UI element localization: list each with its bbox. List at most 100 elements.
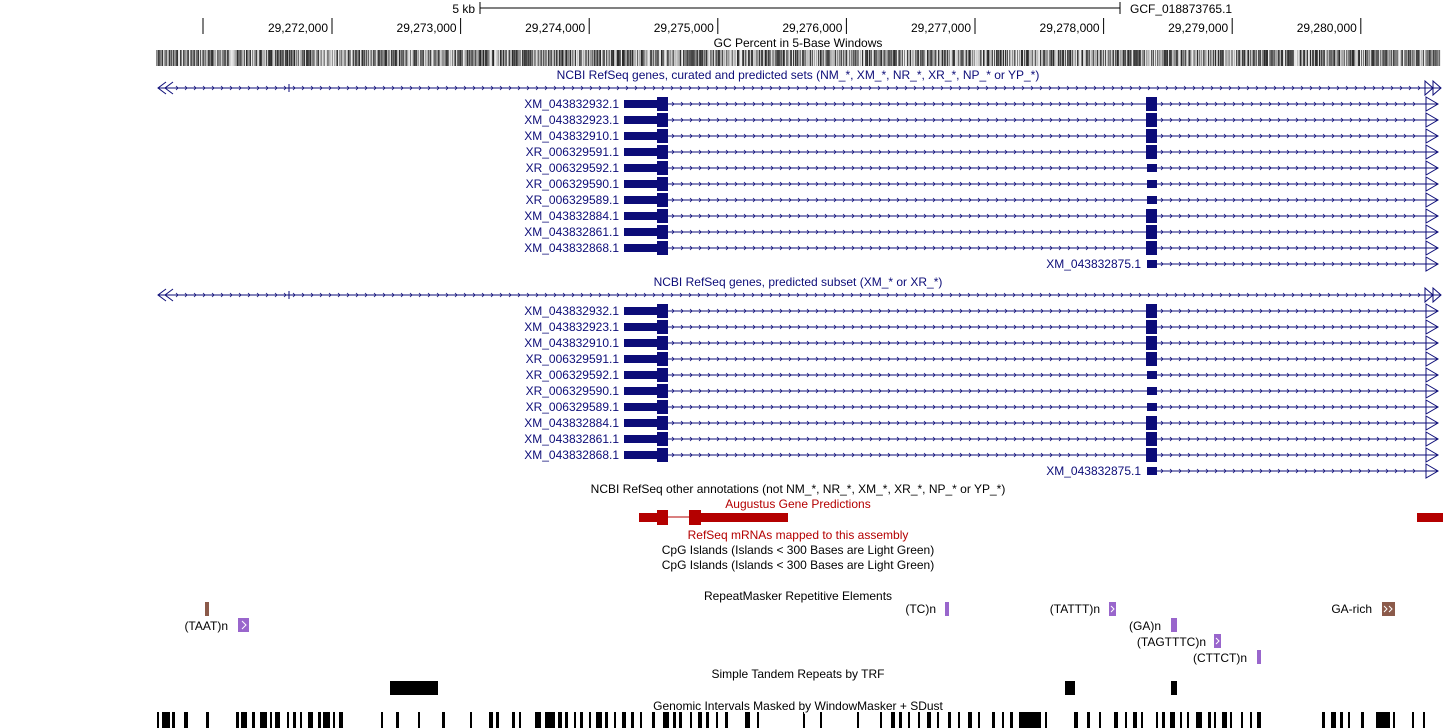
gc-bar bbox=[1033, 50, 1034, 66]
augustus-gene-right[interactable] bbox=[1417, 513, 1443, 522]
transcript-row[interactable]: XR_006329590.1 bbox=[526, 383, 1439, 399]
refseq-all-track-label[interactable]: NCBI RefSeq genes, curated and predicted… bbox=[557, 68, 1040, 82]
transcript-row[interactable]: XM_043832910.1 bbox=[524, 128, 1439, 144]
transcript-label[interactable]: XM_043832910.1 bbox=[524, 129, 619, 143]
gene-collapsed-row[interactable] bbox=[157, 79, 1442, 97]
transcript-label[interactable]: XM_043832875.1 bbox=[1046, 464, 1141, 478]
refseq-other-track-label[interactable]: NCBI RefSeq other annotations (not NM_*,… bbox=[591, 482, 1006, 496]
transcript-label[interactable]: XM_043832875.1 bbox=[1046, 257, 1141, 271]
refseq-mrna-track-label[interactable]: RefSeq mRNAs mapped to this assembly bbox=[688, 528, 909, 542]
transcript-label[interactable]: XR_006329591.1 bbox=[526, 352, 620, 366]
repeat-element-ga[interactable] bbox=[1171, 618, 1177, 632]
transcript-label[interactable]: XM_043832932.1 bbox=[524, 304, 619, 318]
repeatmasker-track-label[interactable]: RepeatMasker Repetitive Elements bbox=[704, 589, 892, 603]
windowmasker-track[interactable]: Genomic Intervals Masked by WindowMasker… bbox=[157, 698, 1425, 728]
refseq-predicted-track[interactable]: NCBI RefSeq genes, predicted subset (XM_… bbox=[157, 275, 1442, 479]
transcript-row[interactable]: XM_043832910.1 bbox=[524, 335, 1439, 351]
gc-bar bbox=[1191, 50, 1192, 66]
transcript-row[interactable]: XM_043832875.1 bbox=[1046, 256, 1439, 272]
refseq-predicted-track-label[interactable]: NCBI RefSeq genes, predicted subset (XM_… bbox=[654, 275, 943, 289]
refseq-all-track[interactable]: NCBI RefSeq genes, curated and predicted… bbox=[157, 68, 1442, 272]
transcript-label[interactable]: XM_043832868.1 bbox=[524, 241, 619, 255]
repeat-element-tc[interactable] bbox=[945, 602, 949, 616]
windowmasker-track-label[interactable]: Genomic Intervals Masked by WindowMasker… bbox=[652, 698, 945, 715]
transcript-label[interactable]: XM_043832932.1 bbox=[524, 97, 619, 111]
transcript-row[interactable]: XR_006329592.1 bbox=[526, 367, 1439, 383]
transcript-row[interactable]: XR_006329591.1 bbox=[526, 351, 1439, 367]
transcript-row[interactable]: XM_043832868.1 bbox=[524, 240, 1439, 256]
transcript-row[interactable]: XR_006329591.1 bbox=[526, 144, 1439, 160]
continuation-arrow bbox=[1425, 335, 1439, 351]
transcript-row[interactable]: XM_043832932.1 bbox=[524, 96, 1439, 112]
cpg-islands-track-label-2[interactable]: CpG Islands (Islands < 300 Bases are Lig… bbox=[662, 558, 934, 572]
transcript-label[interactable]: XM_043832923.1 bbox=[524, 320, 619, 334]
transcript-row[interactable]: XR_006329590.1 bbox=[526, 176, 1439, 192]
gc-bar bbox=[1234, 50, 1235, 66]
transcript-label[interactable]: XR_006329589.1 bbox=[526, 193, 620, 207]
gc-bar bbox=[1071, 50, 1072, 66]
gene-collapsed-row[interactable] bbox=[157, 286, 1442, 304]
transcript-row[interactable]: XM_043832875.1 bbox=[1046, 463, 1439, 479]
transcript-label[interactable]: XR_006329592.1 bbox=[526, 161, 620, 175]
transcript-row[interactable]: XR_006329592.1 bbox=[526, 160, 1439, 176]
simple-repeat[interactable] bbox=[1171, 681, 1177, 695]
gc-bar bbox=[897, 50, 898, 66]
gc-bar bbox=[1042, 50, 1043, 66]
simple-repeats-track-label[interactable]: Simple Tandem Repeats by TRF bbox=[712, 667, 885, 681]
transcript-label[interactable]: XM_043832868.1 bbox=[524, 448, 619, 462]
transcript-label[interactable]: XM_043832923.1 bbox=[524, 113, 619, 127]
repeat-element-ga-rich[interactable] bbox=[1382, 602, 1395, 616]
transcript-label[interactable]: XR_006329592.1 bbox=[526, 368, 620, 382]
repeat-element-low-complexity[interactable] bbox=[205, 602, 209, 616]
gc-bar bbox=[662, 50, 663, 66]
augustus-track-label[interactable]: Augustus Gene Predictions bbox=[725, 497, 870, 511]
augustus-gene-left[interactable] bbox=[639, 510, 788, 525]
transcript-label[interactable]: XM_043832861.1 bbox=[524, 225, 619, 239]
gc-bar bbox=[1291, 50, 1292, 66]
transcript-row[interactable]: XM_043832868.1 bbox=[524, 447, 1439, 463]
transcript-row[interactable]: XM_043832861.1 bbox=[524, 224, 1439, 240]
simple-repeats-track[interactable]: Simple Tandem Repeats by TRF bbox=[390, 667, 1177, 695]
transcript-row[interactable]: XR_006329589.1 bbox=[526, 192, 1439, 208]
simple-repeat[interactable] bbox=[390, 681, 438, 695]
refseq-predicted-features[interactable]: XM_043832932.1XM_043832923.1XM_043832910… bbox=[157, 286, 1442, 479]
strand-chevrons bbox=[1160, 213, 1416, 219]
transcript-row[interactable]: XM_043832884.1 bbox=[524, 208, 1439, 224]
transcript-label[interactable]: XM_043832884.1 bbox=[524, 416, 619, 430]
continuation-arrow bbox=[1425, 96, 1439, 112]
repeat-element-taat[interactable] bbox=[238, 618, 249, 632]
transcript-row[interactable]: XM_043832932.1 bbox=[524, 303, 1439, 319]
transcript-label[interactable]: XM_043832884.1 bbox=[524, 209, 619, 223]
transcript-label[interactable]: XR_006329590.1 bbox=[526, 177, 620, 191]
gc-bar bbox=[908, 50, 909, 66]
transcript-row[interactable]: XM_043832923.1 bbox=[524, 112, 1439, 128]
transcript-label[interactable]: XR_006329590.1 bbox=[526, 384, 620, 398]
transcript-row[interactable]: XR_006329589.1 bbox=[526, 399, 1439, 415]
continuation-arrow bbox=[1425, 319, 1439, 335]
gc-bar bbox=[242, 50, 243, 66]
transcript-label[interactable]: XM_043832861.1 bbox=[524, 432, 619, 446]
transcript-row[interactable]: XM_043832884.1 bbox=[524, 415, 1439, 431]
transcript-row[interactable]: XM_043832923.1 bbox=[524, 319, 1439, 335]
gc-bar bbox=[596, 50, 597, 66]
simple-repeat[interactable] bbox=[1065, 681, 1075, 695]
repeatmasker-track[interactable]: RepeatMasker Repetitive Elements (TAAT)n… bbox=[184, 589, 1395, 665]
augustus-track[interactable]: Augustus Gene Predictions bbox=[639, 497, 1443, 525]
gc-percent-track[interactable]: GC Percent in 5-Base Windows bbox=[156, 36, 1441, 66]
repeat-element-tagtttc[interactable] bbox=[1214, 634, 1221, 648]
repeat-element-cttct[interactable] bbox=[1257, 650, 1261, 664]
transcript-label[interactable]: XM_043832910.1 bbox=[524, 336, 619, 350]
transcript-label[interactable]: XR_006329591.1 bbox=[526, 145, 620, 159]
transcript-label[interactable]: XR_006329589.1 bbox=[526, 400, 620, 414]
cpg-islands-track-label[interactable]: CpG Islands (Islands < 300 Bases are Lig… bbox=[662, 543, 934, 557]
gc-bar bbox=[854, 50, 855, 66]
repeat-element-tattt[interactable] bbox=[1109, 602, 1116, 616]
transcript-row[interactable]: XM_043832861.1 bbox=[524, 431, 1439, 447]
gc-bar bbox=[1109, 50, 1110, 66]
gc-bar bbox=[618, 50, 619, 66]
exon-block bbox=[1146, 129, 1157, 143]
refseq-all-features[interactable]: XM_043832932.1XM_043832923.1XM_043832910… bbox=[157, 79, 1442, 272]
gc-percent-track-label[interactable]: GC Percent in 5-Base Windows bbox=[714, 36, 883, 50]
